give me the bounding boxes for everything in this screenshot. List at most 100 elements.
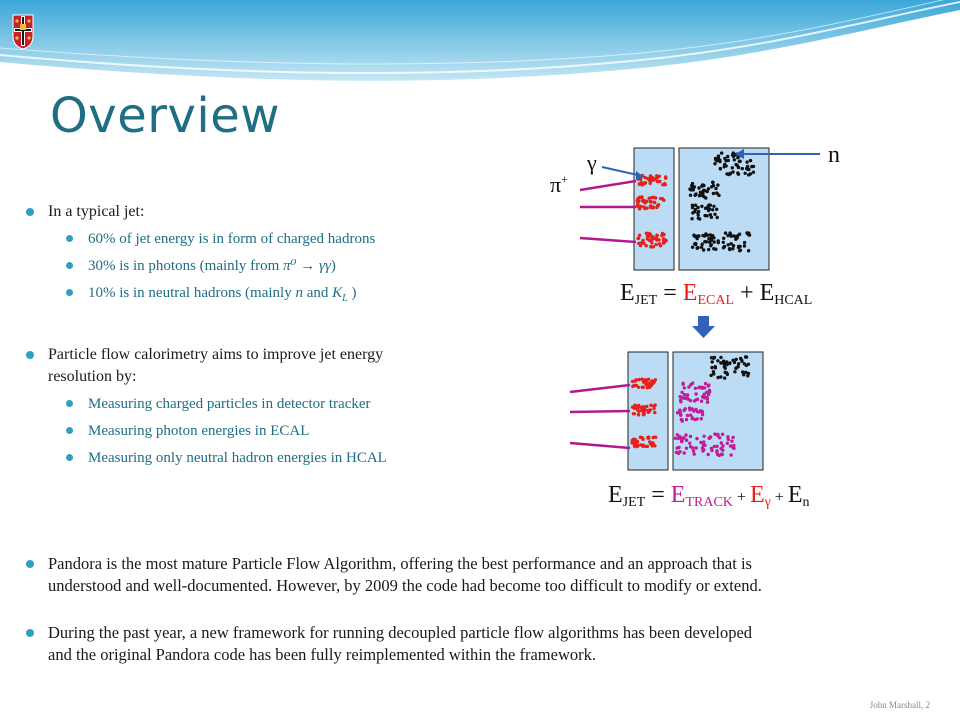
calorimeter-hit	[716, 375, 720, 380]
calorimeter-hit	[701, 248, 706, 252]
calorimeter-hit	[687, 406, 692, 410]
calorimeter-hit	[719, 361, 723, 365]
calorimeter-hit	[721, 448, 725, 452]
calorimeter-hit	[736, 165, 741, 170]
calorimeter-hit	[641, 437, 645, 441]
calorimeter-hit	[725, 371, 729, 375]
calorimeter-hit	[715, 444, 719, 448]
down-arrow	[692, 316, 715, 338]
calorimeter-hit	[682, 386, 686, 390]
calorimeter-hit	[642, 241, 646, 246]
calorimeter-hit	[711, 191, 716, 196]
calorimeter-hit	[706, 187, 711, 191]
calorimeter-hit	[633, 379, 638, 383]
calorimeter-hit	[648, 174, 653, 178]
calorimeter-hit	[641, 444, 645, 448]
calorimeter-hit	[696, 246, 700, 250]
calorimeter-hit	[678, 409, 682, 413]
calorimeter-hit	[702, 440, 706, 444]
bullet-typical-jet: In a typical jet:	[25, 201, 144, 223]
calorimeter-hit	[698, 190, 703, 194]
calorimeter-hit	[746, 249, 751, 253]
calorimeter-hit	[641, 385, 645, 390]
calorimeter-hit	[695, 397, 700, 401]
calorimeter-hit	[699, 399, 704, 403]
calorimeter-hit	[709, 446, 714, 451]
calorimeter-hit	[715, 450, 719, 454]
calorimeter-hit	[649, 403, 653, 407]
calorimeter-hit	[631, 384, 635, 388]
calorimeter-hit	[692, 409, 696, 413]
calorimeter-hit	[731, 435, 735, 440]
calorimeter-hit	[694, 446, 698, 450]
calorimeter-hit	[683, 407, 687, 411]
calorimeter-hit	[708, 203, 712, 207]
calorimeter-hit	[721, 359, 726, 363]
calorimeter-hit	[737, 232, 742, 236]
calorimeter-hit	[648, 177, 653, 182]
calorimeter-hit	[690, 417, 694, 421]
calorimeter-hit	[688, 441, 692, 445]
calorimeter-hit	[637, 199, 641, 203]
calorimeter-hit	[729, 242, 733, 246]
calorimeter-hit	[630, 438, 634, 443]
gamma-arrow-head	[636, 171, 644, 180]
track-3-upper	[579, 236, 637, 244]
calorimeter-hit	[648, 199, 652, 204]
university-crest-logo	[12, 14, 34, 50]
calorimeter-hit	[705, 189, 709, 194]
calorimeter-hit	[654, 196, 658, 200]
subbullet-neutral-hcal: Measuring only neutral hadron energies i…	[66, 450, 387, 466]
pi-label: π+	[550, 172, 568, 197]
calorimeter-hit	[722, 236, 726, 240]
photon-hits-lower	[673, 381, 736, 458]
calorimeter-hit	[675, 411, 680, 415]
calorimeter-hit	[730, 166, 734, 170]
calorimeter-hit	[718, 158, 722, 162]
calorimeter-hit	[713, 432, 717, 436]
calorimeter-hit	[684, 433, 688, 437]
track-2-lower	[569, 409, 631, 414]
calorimeter-hit	[726, 233, 730, 238]
calorimeter-hit	[641, 409, 646, 414]
calorimeter-hit	[732, 360, 737, 365]
calorimeter-hit	[699, 417, 703, 421]
calorimeter-hit	[688, 434, 693, 439]
calorimeter-hit	[630, 379, 635, 384]
calorimeter-hit	[726, 154, 730, 159]
calorimeter-hit	[682, 451, 686, 455]
neutral-hits-hcal-lower	[709, 355, 751, 380]
calorimeter-hit	[722, 244, 727, 249]
calorimeter-hit	[736, 245, 741, 250]
calorimeter-hit	[697, 386, 701, 390]
neutron-arrow-head	[735, 149, 744, 159]
calorimeter-hit	[741, 370, 745, 374]
calorimeter-hit	[734, 237, 738, 241]
lower-detector	[569, 351, 764, 471]
subbullet-neutral-hadrons: 10% is in neutral hadrons (mainly n and …	[65, 283, 356, 309]
calorimeter-hit	[657, 174, 661, 178]
calorimeter-hit	[703, 381, 708, 386]
calorimeter-hit	[691, 446, 695, 450]
calorimeter-hit	[645, 378, 649, 383]
calorimeter-hit	[690, 381, 695, 385]
calorimeter-hit	[692, 399, 697, 403]
calorimeter-hit	[725, 172, 729, 176]
calorimeter-hit	[657, 238, 661, 242]
calorimeter-hit	[700, 409, 704, 414]
calorimeter-hit	[693, 386, 698, 390]
calorimeter-hit	[724, 360, 729, 364]
calorimeter-hit	[684, 446, 689, 450]
equation-upper: EJET = EECAL + EHCAL	[620, 280, 812, 308]
calorimeter-hit	[715, 191, 719, 196]
calorimeter-hit	[727, 247, 732, 251]
calorimeter-hit	[654, 242, 658, 247]
calorimeter-hit	[715, 215, 719, 220]
calorimeter-hit	[646, 410, 650, 414]
calorimeter-hit	[712, 444, 716, 449]
calorimeter-hit	[712, 204, 716, 208]
calorimeter-hit	[702, 434, 706, 438]
calorimeter-hit	[647, 196, 651, 200]
calorimeter-hit	[647, 231, 651, 236]
calorimeter-hit	[709, 373, 713, 378]
